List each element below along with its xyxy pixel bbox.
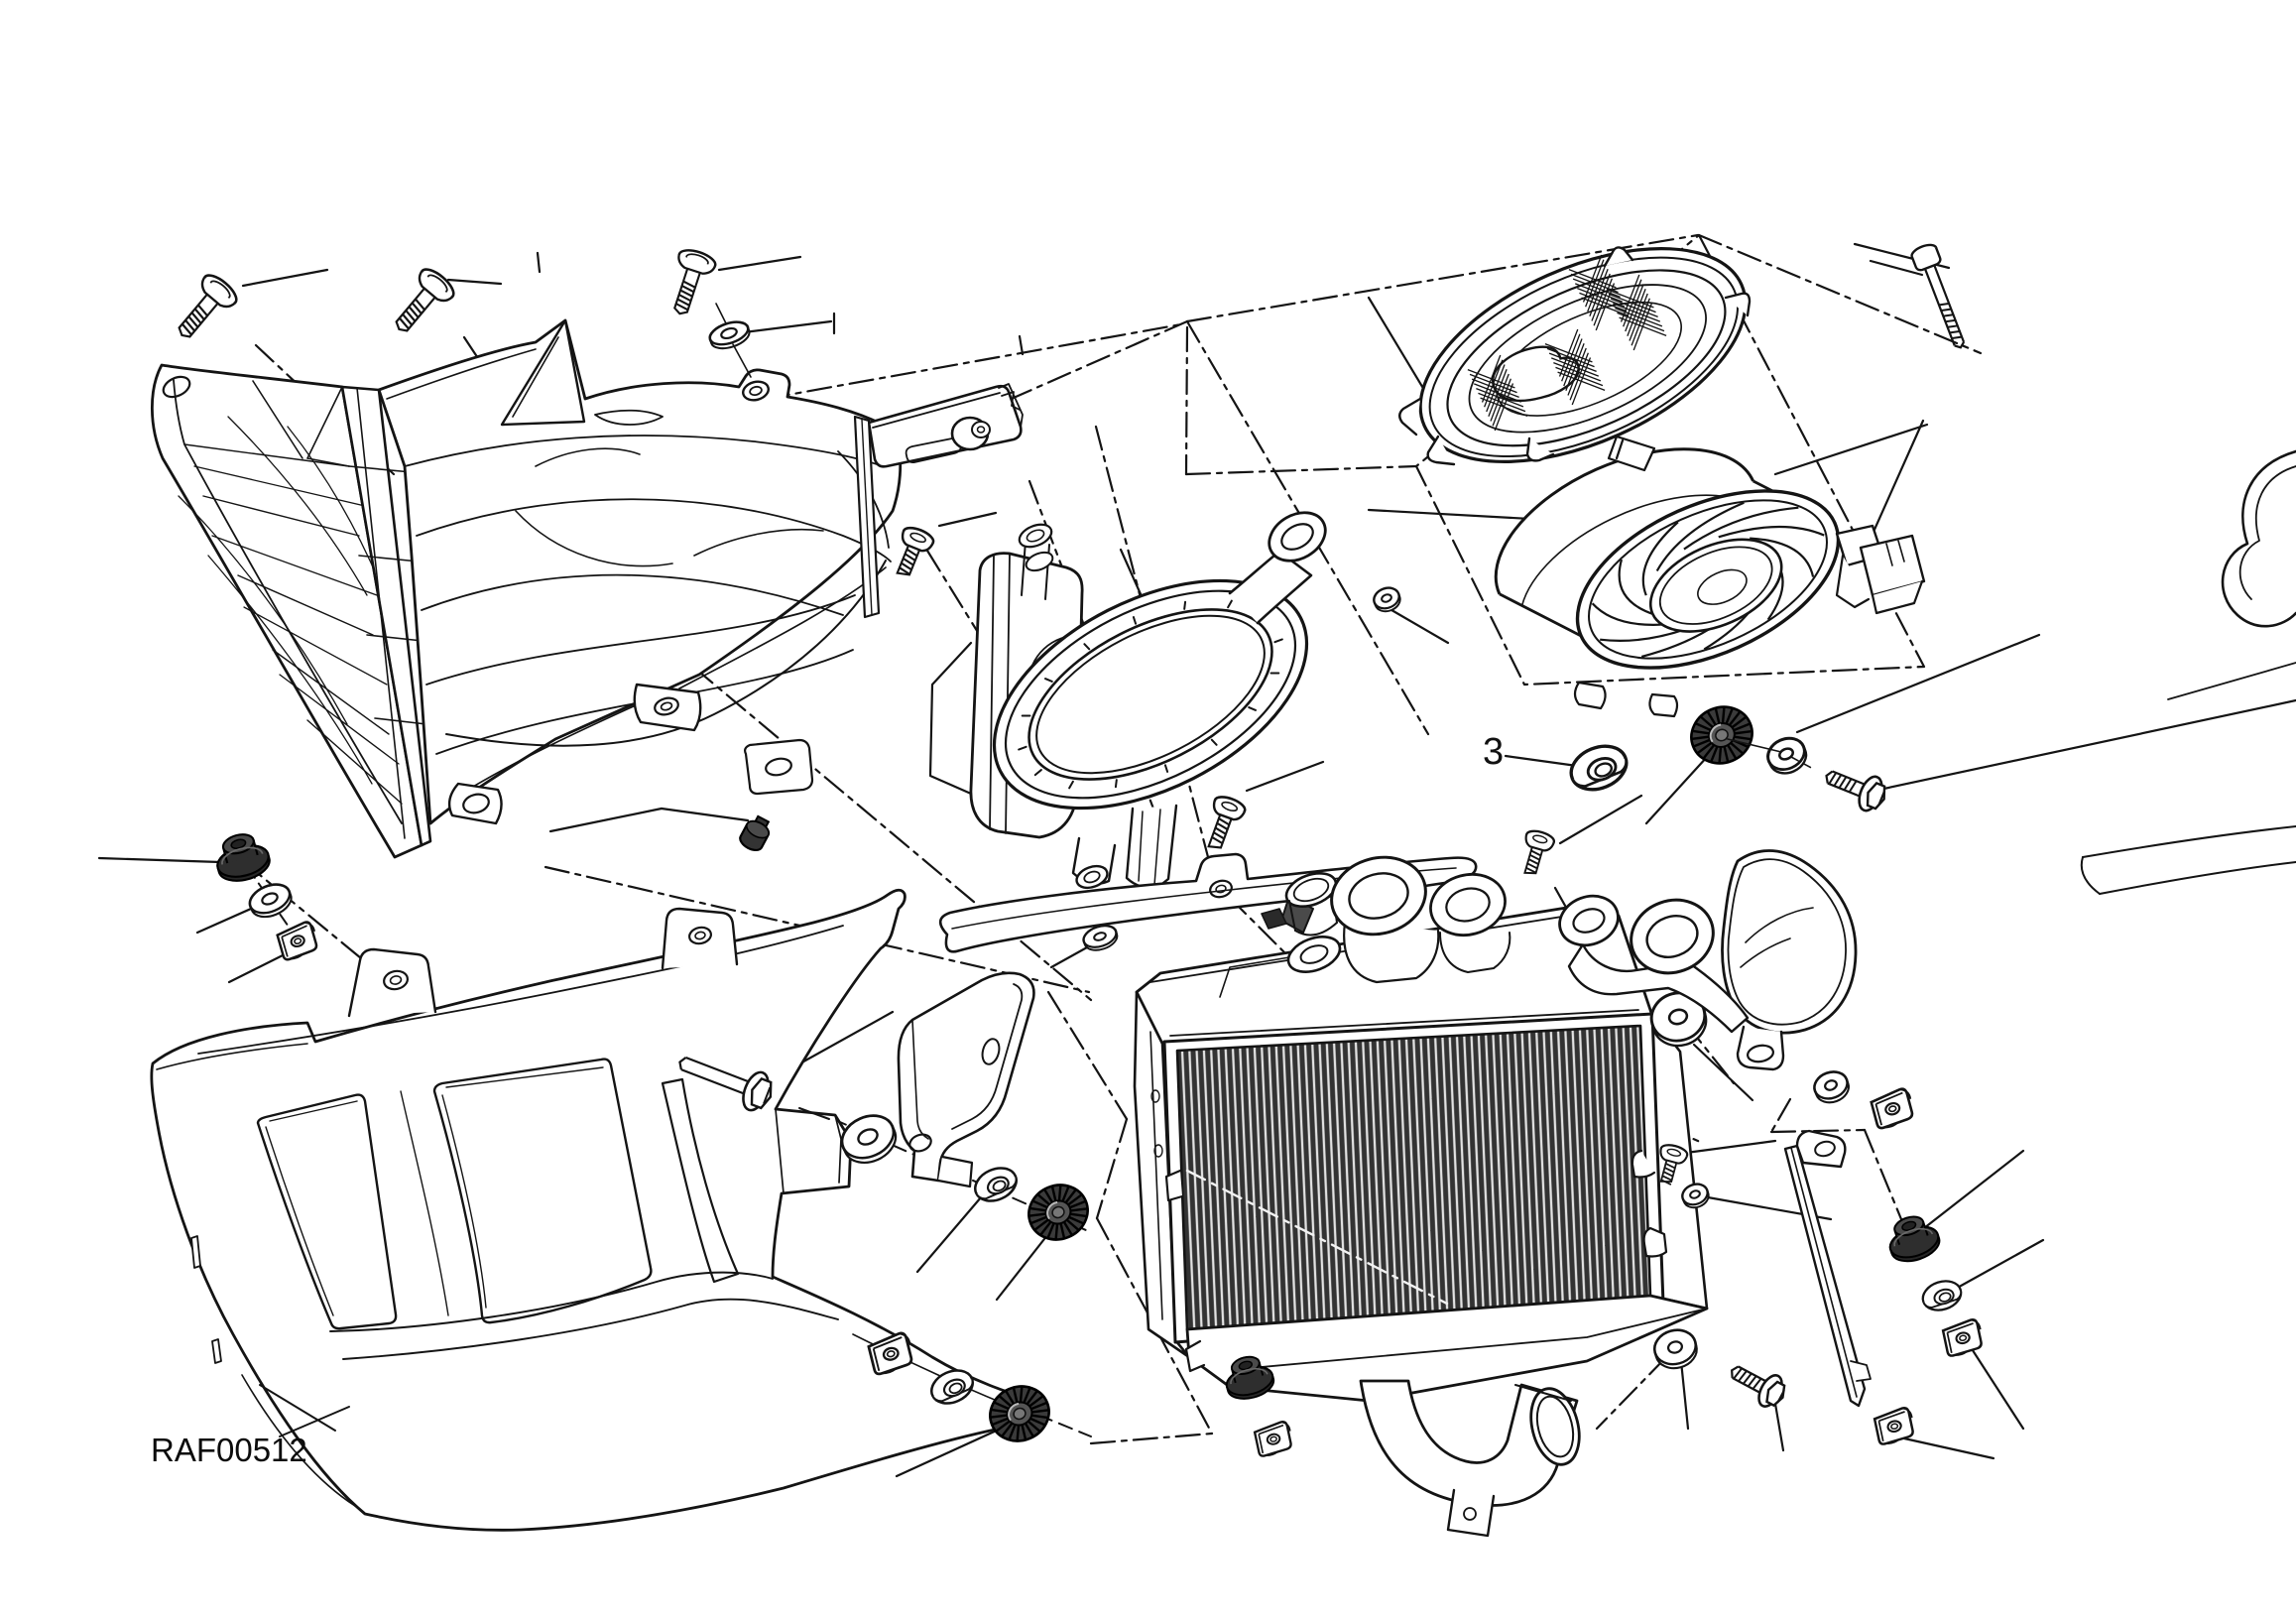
svg-text:RAF00512: RAF00512: [151, 1432, 307, 1468]
svg-text:3: 3: [1483, 731, 1504, 773]
